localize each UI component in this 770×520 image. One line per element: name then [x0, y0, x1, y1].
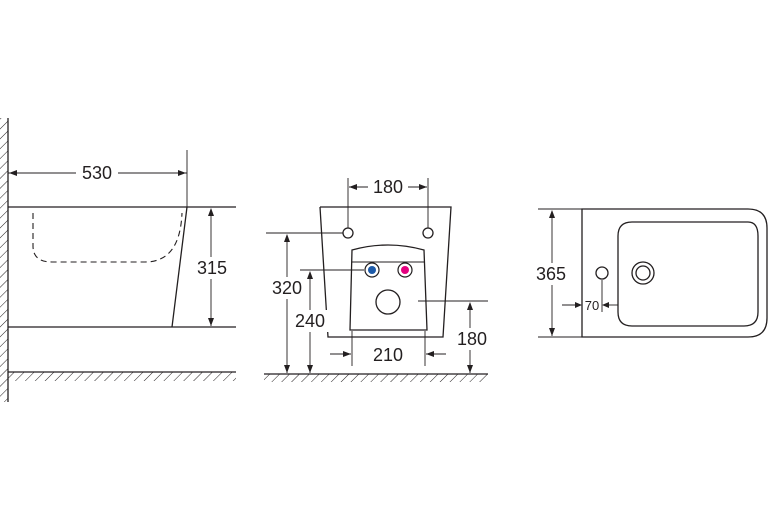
arrow-head: [602, 302, 609, 308]
arrow-head: [284, 234, 290, 242]
arrow-head: [549, 328, 555, 336]
mounting-hole-right: [422, 227, 434, 239]
top-view: 365 70: [533, 208, 768, 338]
hot-water-valve-icon: [397, 262, 413, 278]
arrow-head: [208, 318, 214, 326]
inlet-height-label: 320: [272, 278, 302, 298]
arrow-head: [419, 184, 427, 190]
outlet-height-label: 240: [295, 311, 325, 331]
panel-width-label: 210: [373, 345, 403, 365]
arrow-head: [284, 365, 290, 373]
label-background: [533, 263, 571, 285]
arrow-head: [467, 365, 473, 373]
arrow-head: [307, 271, 313, 279]
rear-floor-hatch: [264, 374, 488, 382]
cold-water-valve-icon: [364, 262, 380, 278]
rear-view: 180 320 240 180 210: [264, 177, 492, 382]
label-background: [368, 177, 408, 197]
hole-spacing-label: 180: [373, 177, 403, 197]
rear-body-outline: [319, 206, 452, 338]
arrow-head: [349, 184, 357, 190]
label-background: [193, 257, 231, 279]
arrow-head: [208, 208, 214, 216]
arrow-head: [549, 210, 555, 218]
drain-outlet-icon: [375, 289, 401, 315]
label-background: [268, 277, 306, 299]
arrow-head: [343, 351, 351, 357]
wall-hatch: [0, 118, 8, 402]
arrow-head: [9, 170, 17, 176]
arrow-head: [178, 170, 186, 176]
top-bowl-outline: [617, 221, 759, 327]
arrow-head: [426, 351, 434, 357]
side-depth-label: 530: [82, 163, 112, 183]
rear-connection-panel: [349, 244, 428, 331]
tap-offset-label: 70: [585, 298, 599, 313]
arrow-head: [575, 302, 582, 308]
top-length-label: 365: [536, 264, 566, 284]
drain-hole-outer-icon: [631, 261, 655, 285]
side-front-edge: [171, 206, 188, 328]
label-background: [292, 310, 330, 332]
tap-hole-icon: [595, 266, 609, 280]
side-height-label: 315: [197, 258, 227, 278]
bottom-height-label: 180: [457, 329, 487, 349]
top-body-outline: [581, 208, 768, 338]
label-background: [452, 328, 492, 350]
arrow-head: [307, 365, 313, 373]
label-background: [76, 163, 118, 183]
mounting-hole-left: [342, 227, 354, 239]
side-floor-hatch: [8, 372, 236, 381]
drain-hole-inner-icon: [635, 265, 651, 281]
side-bowl-hidden-line: [32, 212, 183, 263]
side-view: 530 315: [0, 118, 236, 402]
arrow-head: [467, 302, 473, 310]
